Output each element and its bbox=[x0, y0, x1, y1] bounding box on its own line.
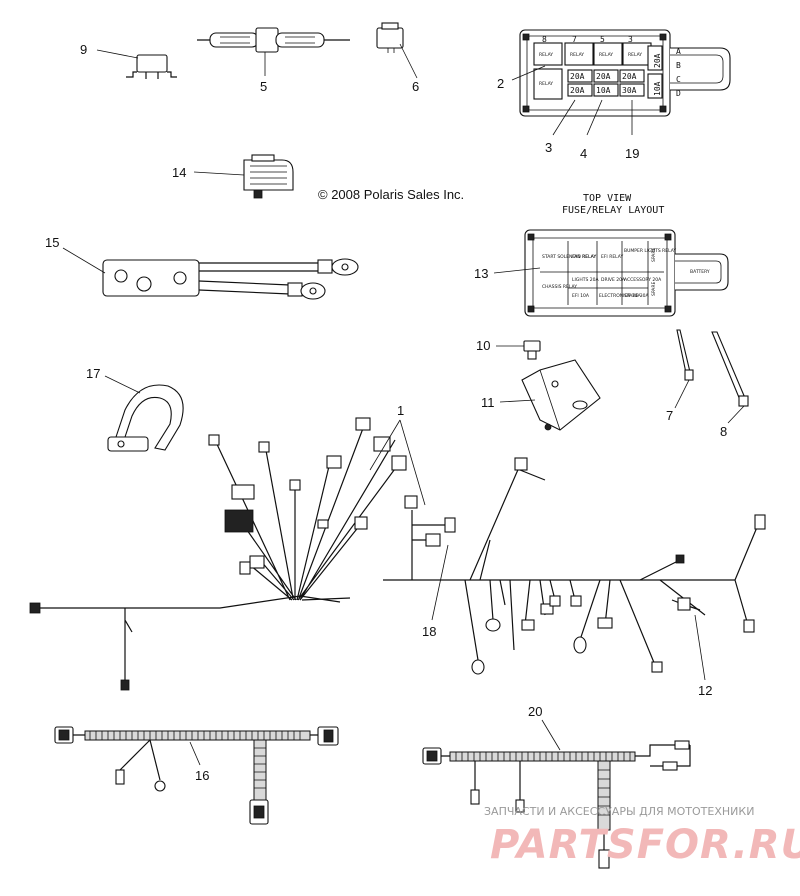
part-6-connector bbox=[376, 22, 418, 79]
copyright-text: © 2008 Polaris Sales Inc. bbox=[318, 187, 464, 202]
svg-text:D: D bbox=[676, 89, 681, 98]
part-5-inline-fuse-holder bbox=[197, 27, 350, 76]
svg-text:20A: 20A bbox=[596, 72, 611, 81]
fuse-box-top-relay-labels: RELAY RELAY RELAY RELAY RELAY bbox=[539, 52, 642, 87]
callout-9: 9 bbox=[80, 42, 87, 57]
svg-text:SPARE 30A: SPARE 30A bbox=[624, 293, 649, 299]
fuse-box-top-row-letters: A B C D bbox=[676, 47, 681, 98]
leader-18 bbox=[431, 544, 449, 621]
svg-text:10A: 10A bbox=[653, 81, 662, 96]
part-11-bracket bbox=[499, 359, 601, 431]
leader-13 bbox=[493, 267, 541, 274]
part-14-connector bbox=[193, 154, 294, 199]
part-15-ground-strap bbox=[62, 247, 359, 300]
fuse-layout-title-line2: FUSE/RELAY LAYOUT bbox=[562, 205, 664, 216]
part-17-clamp bbox=[104, 375, 184, 452]
callout-12: 12 bbox=[698, 683, 712, 698]
watermark-brand: PARTSFOR.RU bbox=[490, 822, 800, 868]
callout-10: 10 bbox=[476, 338, 490, 353]
svg-text:ELECTRONICS 10A: ELECTRONICS 10A bbox=[599, 293, 642, 299]
callout-17: 17 bbox=[86, 366, 100, 381]
svg-text:20A: 20A bbox=[570, 86, 585, 95]
svg-text:START SOLENOID RELAY: START SOLENOID RELAY bbox=[542, 254, 597, 260]
callout-7: 7 bbox=[666, 408, 673, 423]
callout-8: 8 bbox=[720, 424, 727, 439]
svg-text:SPARE: SPARE bbox=[651, 248, 657, 262]
callout-6: 6 bbox=[412, 79, 419, 94]
callout-1: 1 bbox=[397, 403, 404, 418]
part-9-diode bbox=[96, 49, 177, 79]
svg-text:5: 5 bbox=[600, 35, 605, 44]
svg-text:FAN RELAY: FAN RELAY bbox=[572, 254, 596, 260]
svg-text:EFI 10A: EFI 10A bbox=[572, 293, 590, 299]
svg-text:RELAY: RELAY bbox=[599, 52, 613, 58]
svg-text:RELAY: RELAY bbox=[539, 81, 553, 87]
leader-12 bbox=[694, 614, 706, 681]
svg-text:ACCESSORY 20A: ACCESSORY 20A bbox=[624, 277, 662, 283]
part-20-harness bbox=[422, 719, 691, 869]
svg-text:DRIVE 20A: DRIVE 20A bbox=[601, 277, 626, 283]
callout-18: 18 bbox=[422, 624, 436, 639]
svg-text:RELAY: RELAY bbox=[628, 52, 642, 58]
svg-text:EFI RELAY: EFI RELAY bbox=[601, 254, 623, 260]
svg-text:BATTERY: BATTERY bbox=[690, 269, 710, 275]
callout-19: 19 bbox=[625, 146, 639, 161]
svg-text:RELAY: RELAY bbox=[539, 52, 553, 58]
part-7-cable-tie bbox=[674, 329, 694, 409]
svg-text:C: C bbox=[676, 75, 681, 84]
svg-text:CHASSIS RELAY: CHASSIS RELAY bbox=[542, 284, 577, 290]
callout-2: 2 bbox=[497, 76, 504, 91]
svg-text:B: B bbox=[676, 61, 681, 70]
svg-text:LIGHTS 20A: LIGHTS 20A bbox=[572, 277, 599, 283]
svg-text:3: 3 bbox=[628, 35, 633, 44]
svg-text:RELAY: RELAY bbox=[570, 52, 584, 58]
callout-5: 5 bbox=[260, 79, 267, 94]
svg-text:20A: 20A bbox=[570, 72, 585, 81]
fuse-box-layout-labels: START SOLENOID RELAY FAN RELAY EFI RELAY… bbox=[542, 248, 710, 299]
fuse-box-top-relay-numbers: 8 7 5 3 bbox=[542, 35, 633, 44]
callout-16: 16 bbox=[195, 768, 209, 783]
part-10-bolt bbox=[496, 340, 541, 360]
callout-3: 3 bbox=[545, 140, 552, 155]
fuse-box-layout-diagram bbox=[524, 229, 729, 317]
svg-text:20A: 20A bbox=[622, 72, 637, 81]
part-16-harness bbox=[54, 726, 339, 825]
part-1-main-harness bbox=[29, 417, 766, 691]
fuse-layout-title-line1: TOP VIEW bbox=[583, 193, 632, 204]
callout-15: 15 bbox=[45, 235, 59, 250]
callout-20: 20 bbox=[528, 704, 542, 719]
svg-text:7: 7 bbox=[572, 35, 577, 44]
svg-text:20A: 20A bbox=[653, 53, 662, 68]
watermark-tagline: ЗАПЧАСТИ И АКСЕССУАРЫ ДЛЯ МОТОТЕХНИКИ bbox=[484, 805, 754, 818]
fuse-box-top-view bbox=[519, 29, 731, 117]
callout-4: 4 bbox=[580, 146, 587, 161]
svg-text:30A: 30A bbox=[622, 86, 637, 95]
fuse-box-top-fuse-labels: 20A 20A 20A 20A 10A 30A 20A 10A bbox=[570, 53, 662, 96]
svg-text:SPARE: SPARE bbox=[651, 282, 657, 296]
svg-text:BUMPER LIGHTS RELAY: BUMPER LIGHTS RELAY bbox=[624, 248, 676, 254]
callout-13: 13 bbox=[474, 266, 488, 281]
svg-text:A: A bbox=[676, 47, 681, 56]
callout-14: 14 bbox=[172, 165, 186, 180]
part-8-cable-tie bbox=[711, 331, 749, 424]
callout-11: 11 bbox=[481, 395, 495, 410]
svg-text:8: 8 bbox=[542, 35, 547, 44]
fuse-box-top-leaders bbox=[511, 65, 633, 136]
svg-text:10A: 10A bbox=[596, 86, 611, 95]
